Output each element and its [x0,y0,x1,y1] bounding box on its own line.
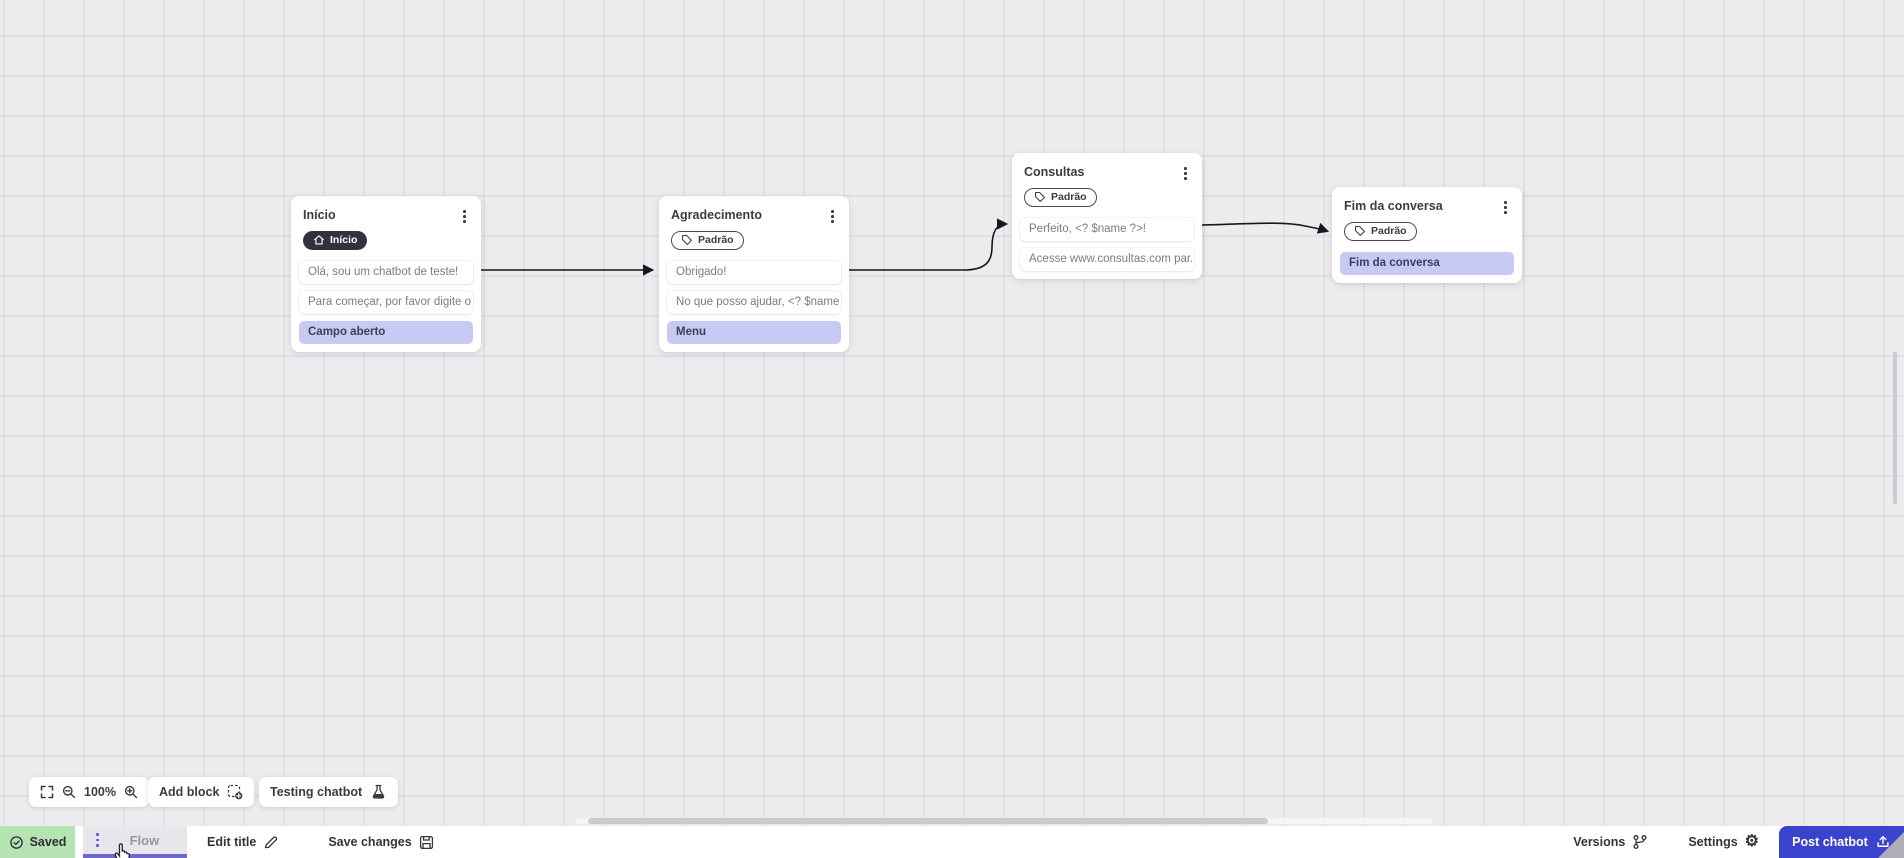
add-block-icon [228,784,243,800]
add-block-button[interactable]: Add block [148,777,255,807]
node-fim-da-conversa[interactable]: Fim da conversa Padrão Fim da conversa [1332,187,1522,283]
node-agradecimento[interactable]: Agradecimento Padrão Obrigado! No que po… [659,196,849,352]
node-title: Fim da conversa [1344,199,1443,213]
status-bar: Saved Flow Edit title Save changes Versi… [0,826,1904,858]
wire-agradecimento-consultas [849,218,1009,271]
versions-button[interactable]: Versions [1553,826,1668,858]
kebab-menu-icon[interactable] [1501,199,1510,216]
fullscreen-icon[interactable] [40,785,54,799]
flask-icon [372,784,385,799]
message-row[interactable]: Olá, sou um chatbot de teste! [299,260,473,284]
tag-icon [682,235,692,246]
zoom-in-icon[interactable] [124,785,138,799]
window-corner-decoration [1878,832,1904,858]
settings-label: Settings [1688,835,1738,849]
testing-chatbot-button[interactable]: Testing chatbot [259,777,399,807]
message-row[interactable]: Perfeito, <? $name ?>! [1020,217,1194,241]
zoom-level-label: 100% [84,785,116,799]
tag-badge: Padrão [1024,187,1097,207]
save-changes-button[interactable]: Save changes [298,826,453,858]
home-icon [314,235,324,245]
save-icon [419,835,433,849]
saved-status-badge: Saved [0,826,75,858]
tag-badge: Padrão [1344,221,1417,241]
add-block-label: Add block [159,785,220,799]
tag-icon [1035,192,1045,203]
tag-badge-label: Padrão [1371,224,1407,237]
message-row[interactable]: Acesse www.consultas.com par... [1020,247,1194,271]
flow-tab[interactable]: Flow [83,826,187,858]
message-row[interactable]: Obrigado! [667,260,841,284]
message-row[interactable]: No que posso ajudar, <? $name ... [667,290,841,314]
branch-icon [1633,835,1647,849]
check-circle-icon [9,835,23,849]
node-inicio[interactable]: Início Início Olá, sou um chatbot de tes… [291,196,481,352]
start-badge: Início [303,230,368,250]
settings-button[interactable]: Settings ⚙ [1668,826,1779,858]
action-row[interactable]: Fim da conversa [1340,251,1514,275]
kebab-menu-icon[interactable] [460,208,469,225]
node-title: Início [303,208,336,222]
horizontal-scrollbar-thumb[interactable] [588,818,1268,824]
flow-canvas[interactable]: Início Início Olá, sou um chatbot de tes… [0,0,1904,826]
vertical-scrollbar-thumb[interactable] [1893,352,1897,504]
save-changes-label: Save changes [328,835,412,849]
saved-label: Saved [29,835,67,849]
node-consultas[interactable]: Consultas Padrão Perfeito, <? $name ?>! … [1012,153,1202,279]
message-row[interactable]: Para começar, por favor digite o ... [299,290,473,314]
gear-icon: ⚙ [1744,833,1759,850]
pencil-icon [265,835,278,848]
tag-badge-label: Padrão [698,233,734,246]
versions-label: Versions [1573,835,1626,849]
edit-title-label: Edit title [207,835,257,849]
tag-badge-label: Padrão [1051,190,1087,203]
action-row[interactable]: Menu [667,320,841,344]
start-badge-label: Início [330,233,358,246]
status-bar-spacer [454,826,1554,858]
action-row[interactable]: Campo aberto [299,320,473,344]
tag-badge: Padrão [671,230,744,250]
testing-chatbot-label: Testing chatbot [270,785,363,799]
tag-icon [1355,226,1365,237]
zoom-out-icon[interactable] [62,785,76,799]
wire-consultas-fim [1201,222,1330,234]
zoom-toolbar: 100% [29,777,149,807]
node-title: Agradecimento [671,208,762,222]
kebab-menu-icon[interactable] [1181,165,1190,182]
flow-tab-label: Flow [129,832,160,848]
post-chatbot-label: Post chatbot [1792,835,1868,849]
kebab-menu-icon[interactable] [828,208,837,225]
edit-title-button[interactable]: Edit title [187,826,298,858]
node-title: Consultas [1024,165,1085,179]
flow-tab-kebab-icon[interactable] [93,831,102,848]
